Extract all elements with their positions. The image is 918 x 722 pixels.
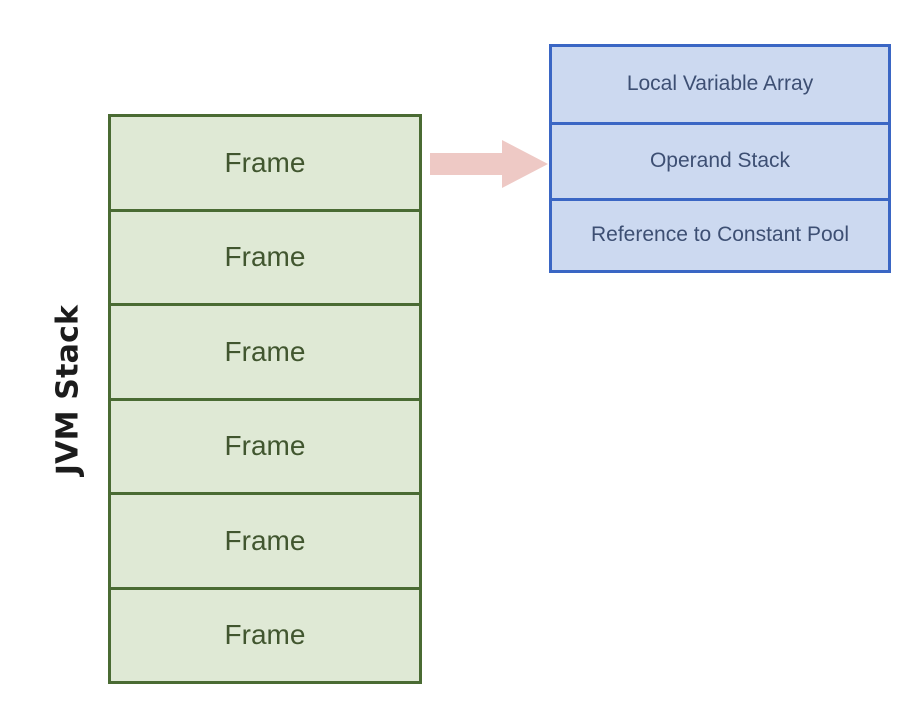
- jvm-stack-container: Frame Frame Frame Frame Frame Frame: [108, 114, 422, 684]
- frame-box: Frame: [111, 589, 419, 681]
- frame-box: Frame: [111, 306, 419, 401]
- frame-box: Frame: [111, 117, 419, 212]
- frame-box: Frame: [111, 211, 419, 306]
- jvm-stack-label: JVM Stack: [50, 304, 86, 476]
- frame-box: Frame: [111, 400, 419, 495]
- detail-row-local-variable-array: Local Variable Array: [552, 47, 888, 125]
- detail-row-reference-to-constant-pool: Reference to Constant Pool: [552, 201, 888, 270]
- frame-detail-container: Local Variable Array Operand Stack Refer…: [549, 44, 891, 273]
- flow-arrow-icon: [430, 140, 548, 188]
- frame-box: Frame: [111, 495, 419, 590]
- detail-row-operand-stack: Operand Stack: [552, 125, 888, 201]
